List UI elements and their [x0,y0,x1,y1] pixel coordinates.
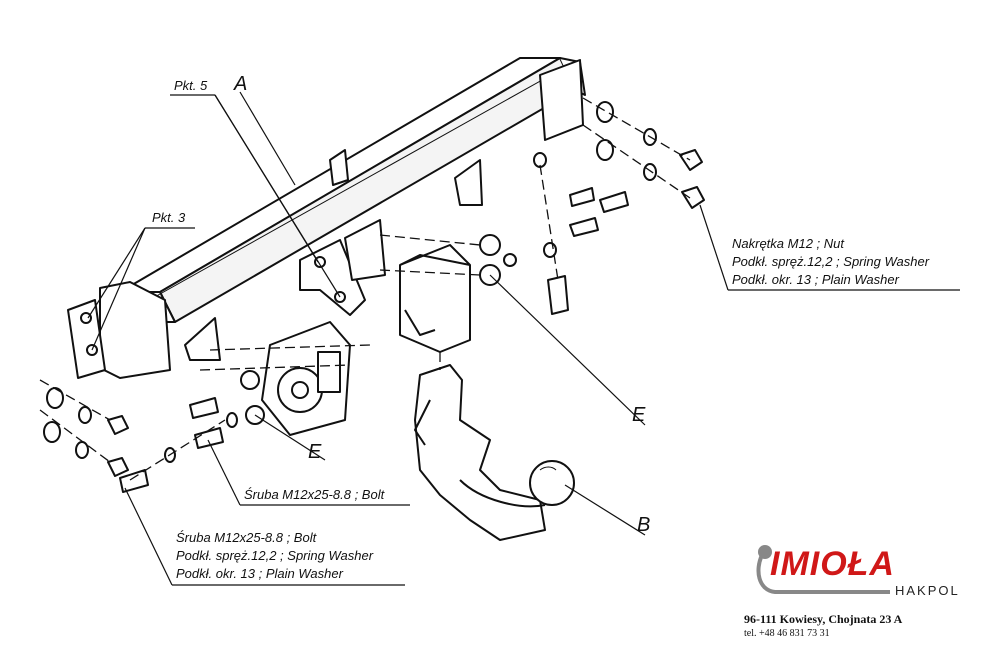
brand-sub: HAKPOL [895,583,960,598]
bolt-full-callout-line1: Śruba M12x25-8.8 ; Bolt [176,530,317,545]
bolt-callout-line1: Śruba M12x25-8.8 ; Bolt [244,487,385,502]
socket-plate [261,321,351,436]
label-pkt3: Pkt. 3 [152,210,186,225]
bolt-full-callout-line3: Podkł. okr. 13 ; Plain Washer [176,566,343,581]
label-b: B [637,514,651,536]
tow-ball-arm [414,364,575,541]
brand-phone: tel. +48 46 831 73 31 [744,628,830,639]
nut-callout-line2: Podkł. spręż.12,2 ; Spring Washer [732,254,930,269]
nut-callout-line3: Podkł. okr. 13 ; Plain Washer [732,272,899,287]
left-fasteners [43,370,265,493]
leader-lines [87,91,960,586]
label-a: A [234,73,248,95]
brand-name: IMIOŁA [770,545,895,583]
label-e-right: E [632,404,646,426]
right-end-plate [539,59,584,141]
right-fasteners [479,101,705,315]
label-e-left: E [308,441,322,463]
label-pkt5: Pkt. 5 [174,78,208,93]
assembly-lines [39,97,691,481]
receiver-block [399,244,471,353]
bolt-full-callout-line2: Podkł. spręż.12,2 ; Spring Washer [176,548,374,563]
brand-logo-mark [756,545,890,594]
brand-address: 96-111 Kowiesy, Chojnata 23 A [744,612,903,626]
left-end-plate [67,281,171,379]
nut-callout-line1: Nakrętka M12 ; Nut [732,236,844,251]
